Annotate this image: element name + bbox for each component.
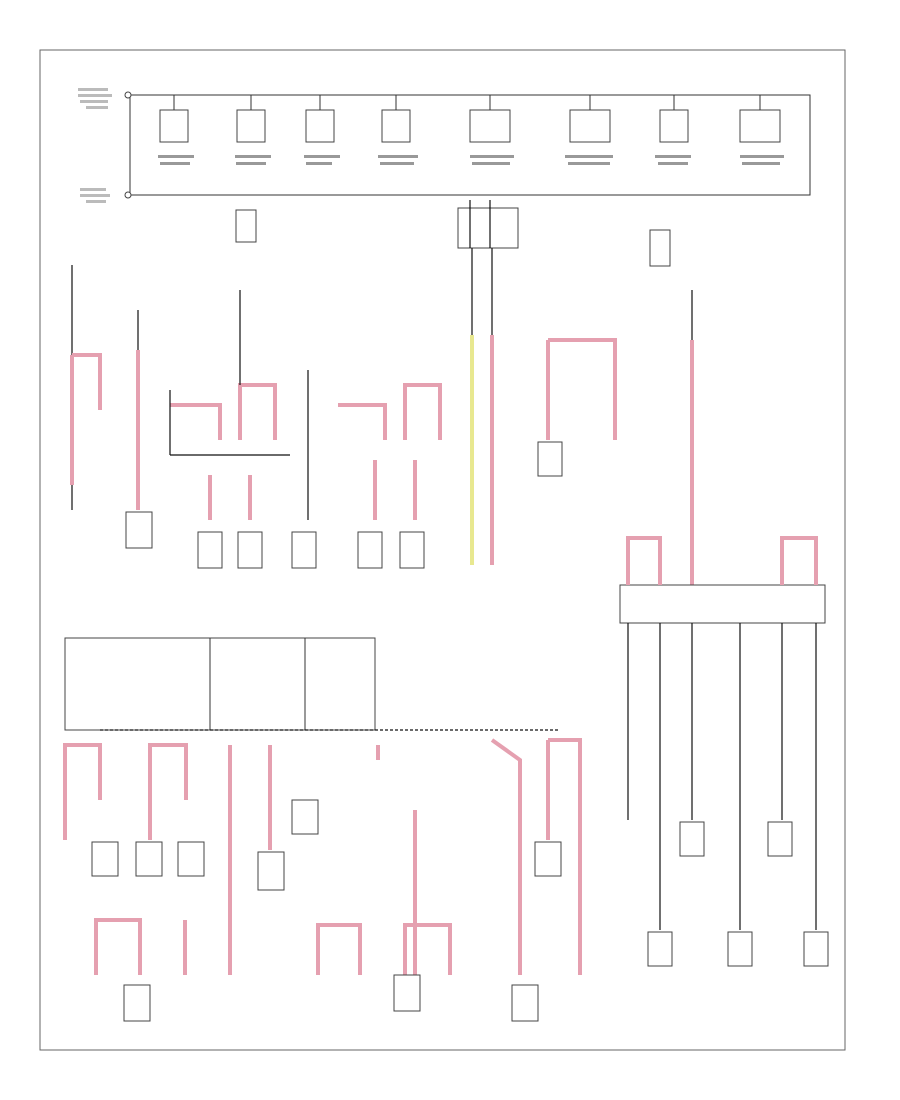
middle-wires bbox=[70, 248, 694, 590]
underhood-fuse-block bbox=[124, 91, 811, 199]
power-feed-labels bbox=[78, 88, 112, 203]
right-connector-block bbox=[619, 536, 829, 967]
relay-row bbox=[235, 200, 671, 267]
lower-junction-block bbox=[64, 637, 560, 731]
lower-component-boxes bbox=[91, 799, 562, 1022]
lower-wires bbox=[63, 738, 582, 975]
component-boxes bbox=[197, 531, 425, 569]
diagram-frame bbox=[39, 49, 846, 1051]
fuse-row bbox=[158, 95, 784, 165]
